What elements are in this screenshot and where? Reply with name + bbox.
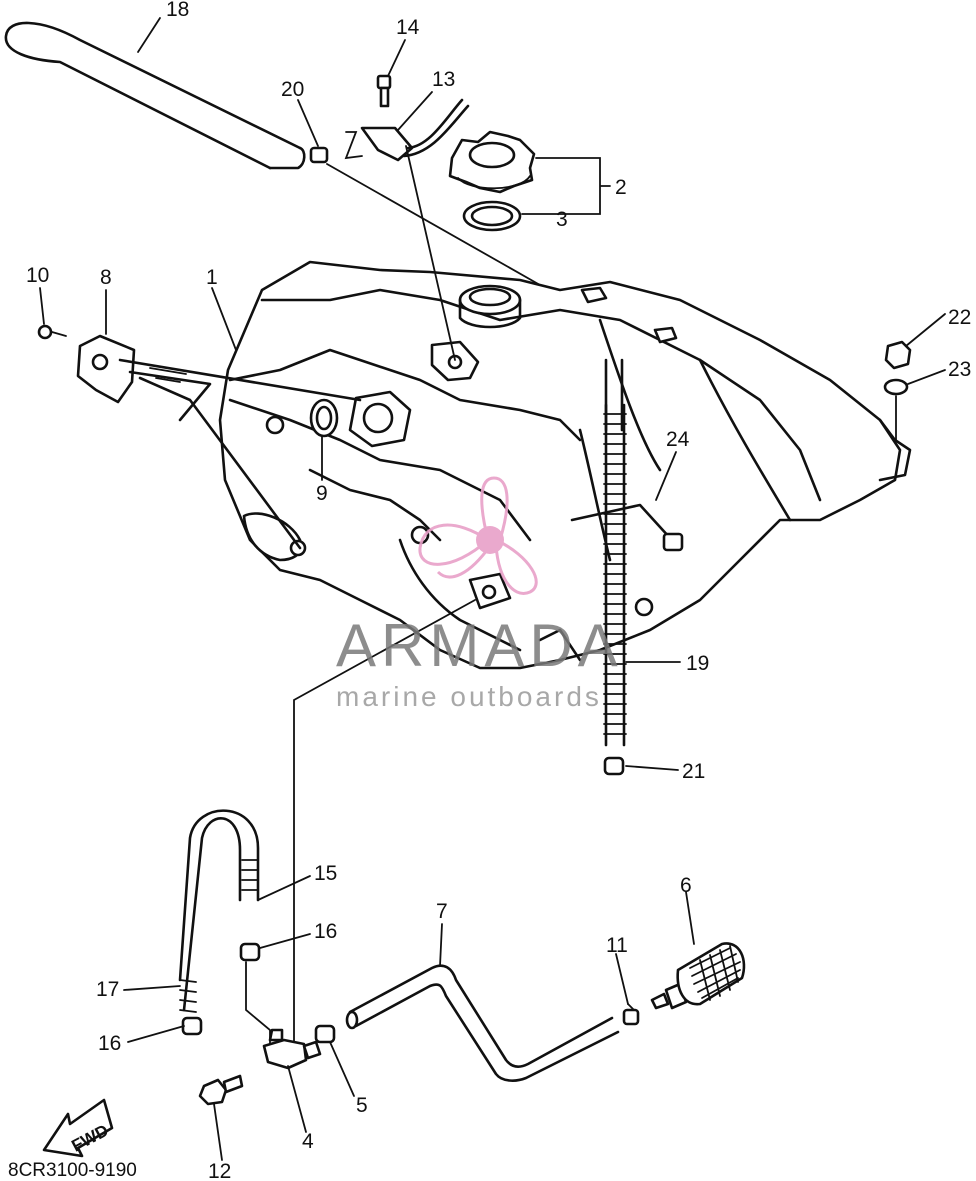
fuel-hose-7	[345, 964, 620, 1082]
callout-16-upper: 16	[314, 920, 337, 943]
breather-hose-18	[4, 21, 306, 170]
sender-plate	[348, 390, 412, 448]
leader-tank-cock	[293, 599, 476, 1045]
clamp-5	[314, 1024, 336, 1044]
callout-12: 12	[208, 1160, 231, 1181]
cap-gasket-3	[462, 200, 522, 232]
callout-7: 7	[436, 900, 448, 923]
watermark-logo-petal	[494, 537, 538, 595]
watermark-tagline: marine outboards	[336, 681, 602, 712]
watermark-logo	[418, 476, 538, 595]
callout-11: 11	[606, 934, 628, 957]
cap-21	[603, 756, 625, 776]
callout-6: 6	[680, 874, 692, 897]
bracket-2-3	[521, 157, 611, 215]
leader-clamp-cock	[245, 961, 271, 1045]
callout-13: 13	[432, 68, 455, 91]
callout-9: 9	[316, 482, 328, 505]
callout-17: 17	[96, 978, 119, 1001]
clamp-16-upper	[239, 942, 261, 962]
vent-fitting-13	[344, 98, 470, 162]
callout-21: 21	[682, 760, 705, 783]
fuel-tank-1	[218, 260, 912, 670]
callout-5: 5	[356, 1094, 368, 1117]
watermark-logo-petal	[418, 523, 491, 566]
grommet-22	[884, 340, 912, 370]
clamp-16-lower	[181, 1016, 203, 1036]
bolt-12	[198, 1074, 244, 1106]
band-24	[570, 503, 684, 552]
callout-23: 23	[948, 358, 971, 381]
washer-23	[883, 378, 909, 396]
callout-10: 10	[26, 264, 49, 287]
fuel-sender-8	[76, 334, 362, 550]
callout-leaders	[39, 17, 946, 1161]
callout-3: 3	[556, 208, 568, 231]
screw-14	[376, 74, 392, 108]
forward-arrow: FWD	[42, 1098, 114, 1158]
fuel-filter-6	[650, 942, 746, 1010]
fuel-cock-4	[262, 1028, 322, 1070]
callout-2: 2	[615, 176, 627, 199]
callout-18: 18	[166, 0, 189, 21]
callout-20: 20	[281, 78, 304, 101]
gasket-9	[309, 398, 339, 438]
watermark-brand: ARMADA	[336, 612, 623, 679]
watermark-logo-petal	[480, 476, 509, 542]
watermark-logo-petal	[436, 545, 492, 579]
callout-15: 15	[314, 862, 337, 885]
leader-20-tank	[326, 163, 541, 286]
filler-cap-2	[448, 130, 536, 194]
callout-16-lower: 16	[98, 1032, 121, 1055]
diagram-code: 8CR3100-9190	[8, 1160, 137, 1181]
callout-22: 22	[948, 306, 971, 329]
callout-24: 24	[666, 428, 690, 451]
corrugated-hose-19	[603, 358, 627, 747]
clamp-11	[622, 1003, 640, 1026]
callout-19: 19	[686, 652, 709, 675]
clamp-20	[309, 146, 329, 164]
callout-8: 8	[100, 266, 112, 289]
callout-1: 1	[206, 266, 218, 289]
fuel-hose-15-17	[178, 809, 260, 1013]
callout-14: 14	[396, 16, 420, 39]
callout-4: 4	[302, 1130, 314, 1153]
screw-10	[37, 324, 67, 340]
watermark-logo-hub	[476, 526, 504, 554]
